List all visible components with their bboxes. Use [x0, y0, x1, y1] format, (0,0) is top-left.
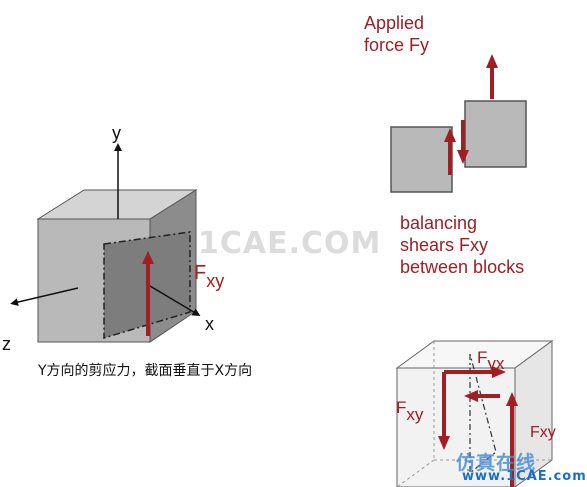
force-label-main: F — [194, 262, 207, 284]
x-axis — [149, 285, 201, 317]
balancing-line2: shears Fxy — [400, 235, 489, 255]
x-axis-label: x — [205, 314, 214, 334]
applied-force-arrow-head — [486, 54, 498, 68]
left-block — [390, 126, 453, 193]
applied-force-label: Applied force Fy — [364, 12, 429, 56]
fyx-right-head — [492, 366, 506, 378]
shear-arrow-down-head — [457, 150, 469, 164]
label-fxy-right: Fxy — [530, 424, 556, 441]
applied-force-line2: force Fy — [364, 35, 430, 55]
label-fxy-left-sub: xy — [406, 405, 424, 424]
force-arrow-head — [142, 251, 154, 264]
fxy-up-head — [506, 392, 518, 406]
right-block — [464, 100, 527, 168]
solid-cube — [36, 189, 198, 343]
hidden-edge-diagonal — [396, 459, 435, 487]
label-fxy-left: Fxy — [396, 398, 423, 424]
balancing-line1: balancing — [400, 213, 478, 233]
watermark-brand-url: www.1CAE.com — [462, 469, 587, 484]
outline-cube-side — [514, 340, 553, 487]
fxy-down-head — [438, 436, 450, 450]
diagram-canvas — [10, 54, 554, 487]
outline-cut-plane — [469, 353, 497, 475]
z-axis-label: z — [2, 334, 11, 354]
balancing-line3: between blocks — [400, 257, 525, 277]
label-fyx-main: F — [477, 348, 488, 367]
label-fyx: Fyx — [477, 348, 504, 373]
label-fyx-sub: yx — [487, 354, 505, 373]
watermark-center: 1CAE.COM — [198, 226, 382, 261]
force-label-fxy: Fxy — [194, 262, 224, 291]
y-axis-label: y — [112, 123, 121, 143]
force-label-sub: xy — [206, 271, 225, 291]
balancing-shears-label: balancing shears Fxy between blocks — [400, 212, 524, 278]
fyx-left-head — [464, 390, 478, 402]
z-axis — [10, 287, 79, 306]
label-fxy-left-main: F — [396, 398, 407, 417]
shear-arrow-up-head — [444, 128, 456, 142]
applied-force-line1: Applied — [364, 13, 425, 33]
watermark-brand-cn: 仿真在线 — [456, 452, 537, 474]
caption: Y方向的剪应力，截面垂直于X方向 — [38, 363, 253, 379]
